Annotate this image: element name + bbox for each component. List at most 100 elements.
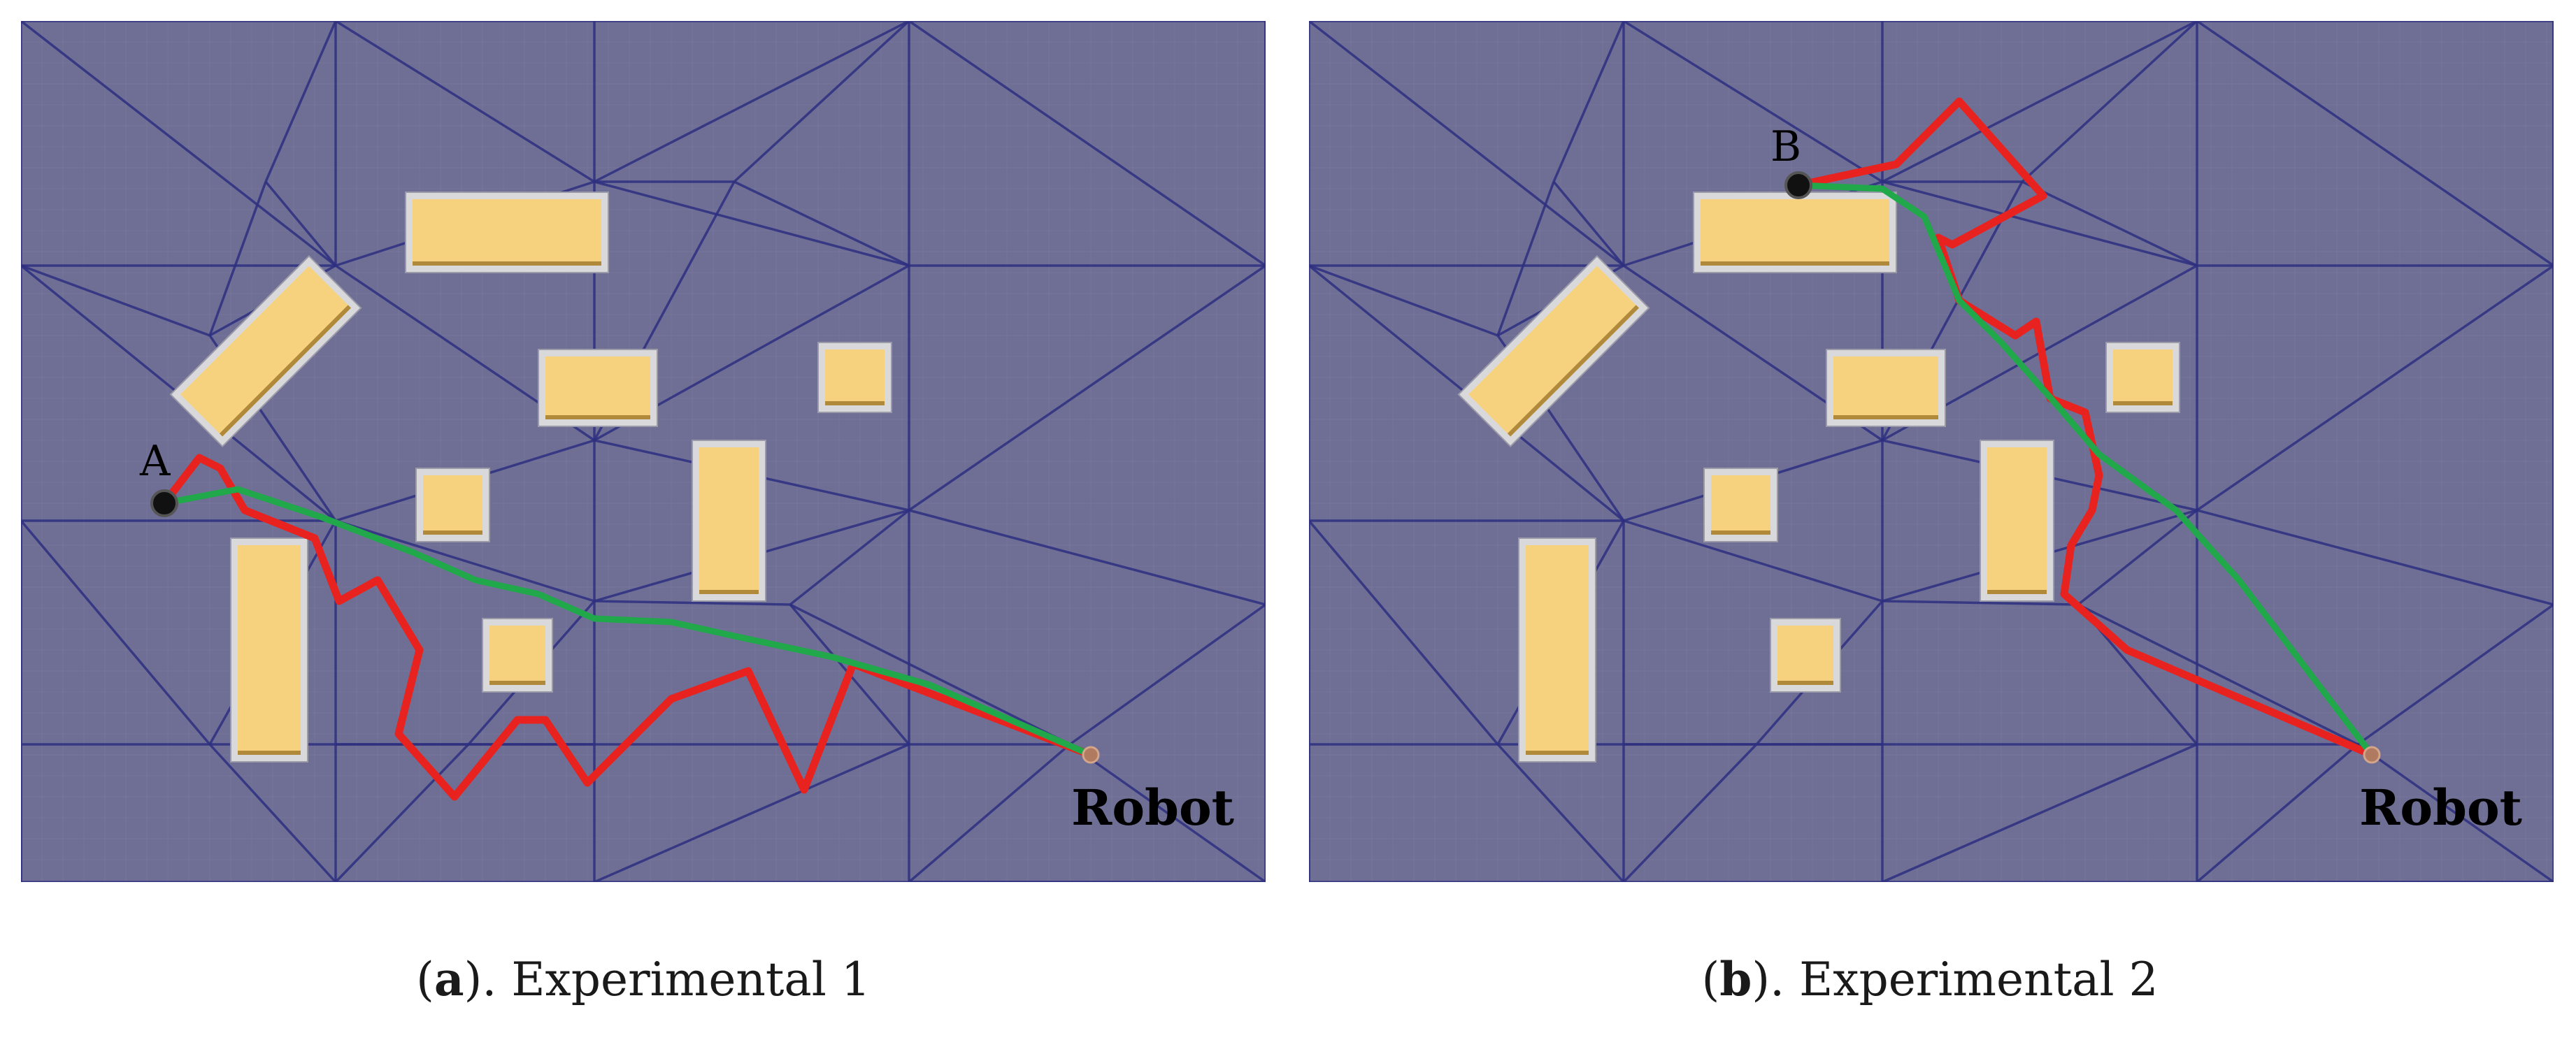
mesh-edge (1496, 743, 1625, 882)
obstacle-block (538, 349, 658, 427)
obstacle-block (230, 537, 308, 763)
caption-text: ). Experimental 2 (1752, 953, 2159, 1006)
caption-letter: a (434, 952, 464, 1006)
mesh-edge (908, 509, 1266, 606)
obstacle-face (1833, 356, 1938, 419)
mesh-edge (264, 21, 337, 182)
mesh-edge (1068, 603, 1266, 746)
obstacle-face (413, 199, 601, 266)
mesh-edge (208, 743, 337, 882)
mesh-edge (1309, 21, 1625, 267)
green-path (164, 486, 1092, 758)
mesh-edge (1882, 743, 2198, 882)
robot-label: Robot (1071, 779, 1234, 837)
obstacle-block (692, 440, 766, 602)
obstacles (169, 192, 892, 763)
obstacle-face (1777, 626, 1833, 685)
obstacle-face (1526, 545, 1589, 755)
mesh-edge (594, 180, 910, 267)
triangulation-mesh (1309, 21, 2554, 882)
mesh-edge (789, 603, 1071, 746)
mesh-edge (1882, 180, 2198, 267)
start-point-label: A (139, 437, 171, 486)
mesh-edge (335, 519, 595, 602)
mesh-edge (2077, 603, 2359, 746)
mesh-edge (21, 519, 211, 746)
mesh-edge (1309, 519, 1499, 746)
mesh-edge (264, 180, 337, 267)
obstacle-face (238, 545, 301, 755)
red-path (1797, 97, 2374, 759)
navigation-mesh-map-a: A Robot (21, 21, 1266, 882)
red-path (161, 454, 1092, 801)
mesh-edge (789, 509, 910, 606)
panel-experimental-2: B Robot (1309, 21, 2554, 882)
obstacle-face (1468, 266, 1639, 437)
obstacle-edge (1507, 305, 1639, 437)
mesh-edge (2077, 509, 2198, 606)
mesh-edge (2356, 743, 2554, 882)
obstacle-block (1770, 618, 1841, 693)
mesh-edge (1882, 21, 2198, 183)
mesh-edge (2196, 264, 2554, 512)
robot-label: Robot (2359, 779, 2522, 837)
mesh-edge (1496, 181, 1555, 336)
mesh-edge (21, 21, 337, 267)
mesh-edge (1552, 21, 1625, 182)
caption-text: ). Experimental 1 (464, 953, 871, 1006)
mesh-edge (1623, 519, 1883, 602)
obstacle-block (482, 618, 553, 693)
mesh-edge (1552, 180, 1625, 267)
obstacle-face (489, 626, 545, 685)
green-path (1798, 182, 2375, 757)
mesh-edge (2196, 743, 2359, 882)
mesh-edge (908, 743, 1071, 882)
mesh-edge (594, 743, 910, 882)
obstacle-block (817, 342, 892, 413)
mesh-edge (908, 21, 1266, 267)
mesh-edge (2022, 180, 2198, 267)
mesh-edge (2196, 21, 2554, 267)
mesh-edge (908, 264, 1266, 512)
obstacle-block (1703, 468, 1778, 542)
mesh-edge (334, 743, 470, 882)
mesh-edge (1622, 743, 1758, 882)
obstacle-face (2113, 349, 2173, 405)
obstacle-face (1701, 199, 1889, 266)
obstacle-face (1987, 447, 2047, 594)
obstacle-edge (219, 305, 351, 437)
obstacle-block (169, 254, 362, 448)
obstacle-block (415, 468, 490, 542)
mesh-edge (2196, 509, 2554, 606)
navigation-mesh-map-b: B Robot (1309, 21, 2554, 882)
start-point-marker (150, 489, 178, 517)
mesh-edge (734, 180, 910, 267)
obstacle-face (699, 447, 759, 594)
panel-experimental-1: A Robot (21, 21, 1266, 882)
caption-letter: b (1719, 952, 1752, 1006)
obstacles (1457, 192, 2180, 763)
mesh-edge (1068, 743, 1266, 882)
obstacle-block (1693, 192, 1897, 273)
robot-marker (2363, 746, 2381, 764)
mesh-edge (1623, 21, 1883, 183)
start-point-marker (1784, 171, 1812, 199)
mesh-edge (594, 600, 791, 606)
mesh-edge (1309, 264, 1498, 337)
robot-marker (1082, 746, 1100, 764)
obstacle-block (1980, 440, 2054, 602)
caption-experimental-2: (b). Experimental 2 (1701, 952, 2159, 1006)
mesh-edge (594, 21, 910, 183)
mesh-edge (208, 181, 267, 336)
obstacle-block (1518, 537, 1596, 763)
obstacle-face (423, 475, 482, 535)
obstacle-block (1826, 349, 1946, 427)
obstacle-face (545, 356, 650, 419)
obstacle-block (1457, 254, 1650, 448)
obstacle-face (825, 349, 885, 405)
obstacle-block (405, 192, 609, 273)
mesh-edge (733, 21, 910, 183)
obstacle-face (1711, 475, 1770, 535)
caption-experimental-1: (a). Experimental 1 (416, 952, 871, 1006)
start-point-label: B (1770, 122, 1801, 171)
